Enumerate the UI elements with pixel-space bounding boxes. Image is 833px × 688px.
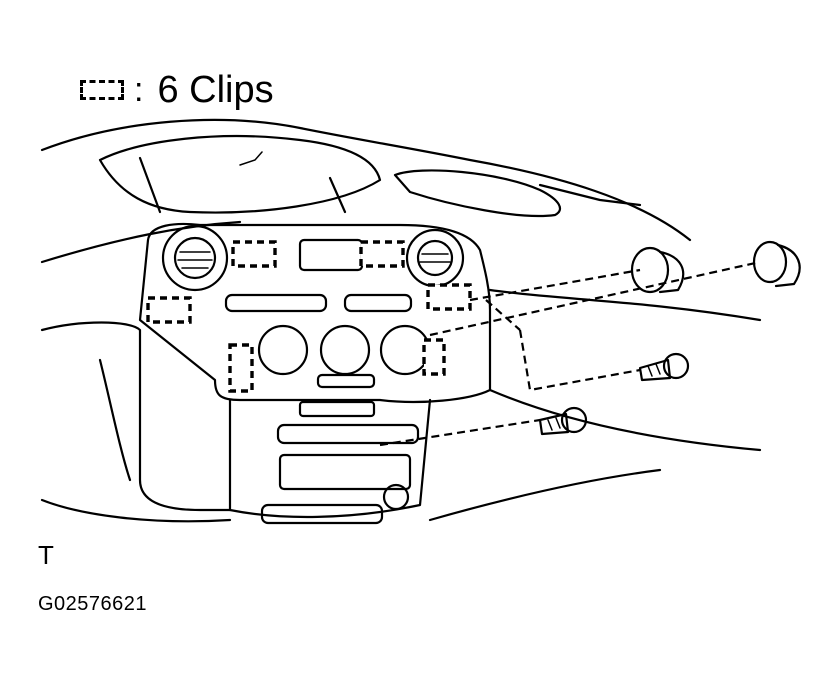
screw-icon <box>538 406 588 436</box>
clip-fastener-icon <box>752 240 801 288</box>
clip-marker-icon <box>231 240 277 268</box>
right-vent-inner <box>416 239 454 277</box>
knob-right <box>379 324 431 376</box>
bottom-pocket <box>260 503 384 525</box>
right-panel-edge <box>538 183 642 207</box>
left-knee-panel <box>98 358 132 482</box>
legend-label: 6 Clips <box>157 69 274 111</box>
legend-colon: : <box>134 71 144 109</box>
left-vent-vanes <box>177 251 213 269</box>
bottom-knob <box>382 483 410 511</box>
guide-line-screw-2 <box>379 418 541 447</box>
right-vent-outer <box>405 228 465 288</box>
radio-buttons <box>276 423 420 445</box>
left-vent-outer <box>161 224 229 292</box>
guide-line-screw-1 <box>518 329 641 392</box>
cluster-hood <box>98 134 382 214</box>
right-body <box>488 288 762 452</box>
cluster-inner <box>138 156 347 214</box>
clip-marker-icon <box>359 240 405 268</box>
clip-fastener-icon <box>630 246 685 294</box>
dashboard-top-outline <box>40 118 692 242</box>
right-vent-vanes <box>419 253 451 263</box>
knob-left <box>257 324 309 376</box>
center-panel <box>138 222 492 404</box>
center-display <box>298 238 364 272</box>
clip-marker-icon <box>80 80 124 100</box>
knob-slot <box>316 373 376 389</box>
legend: : 6 Clips <box>80 68 274 112</box>
guide-line-cap-1 <box>469 268 641 302</box>
left-vent-inner <box>173 236 217 280</box>
screw-icon <box>638 352 690 382</box>
knob-center <box>319 324 371 376</box>
button-strip-right <box>343 293 413 313</box>
guide-line-vertical <box>485 299 521 331</box>
figure-id: G02576621 <box>38 593 148 615</box>
guide-line-cap-2 <box>429 260 761 337</box>
cassette-slot <box>278 453 412 491</box>
right-lower-body <box>428 468 662 522</box>
cluster-mark <box>239 151 263 166</box>
corner-mark: T <box>38 540 54 570</box>
left-lower-body <box>40 321 232 512</box>
clip-marker-icon <box>422 338 446 376</box>
clip-marker-icon <box>228 343 254 393</box>
button-strip-left <box>224 293 328 313</box>
right-vent <box>393 169 562 218</box>
cd-slot <box>298 400 376 418</box>
left-lower-curve <box>40 498 232 523</box>
clip-marker-icon <box>426 283 472 311</box>
lower-console <box>228 398 432 519</box>
dashboard-upper-edge <box>40 220 242 264</box>
clip-marker-icon <box>146 296 192 324</box>
